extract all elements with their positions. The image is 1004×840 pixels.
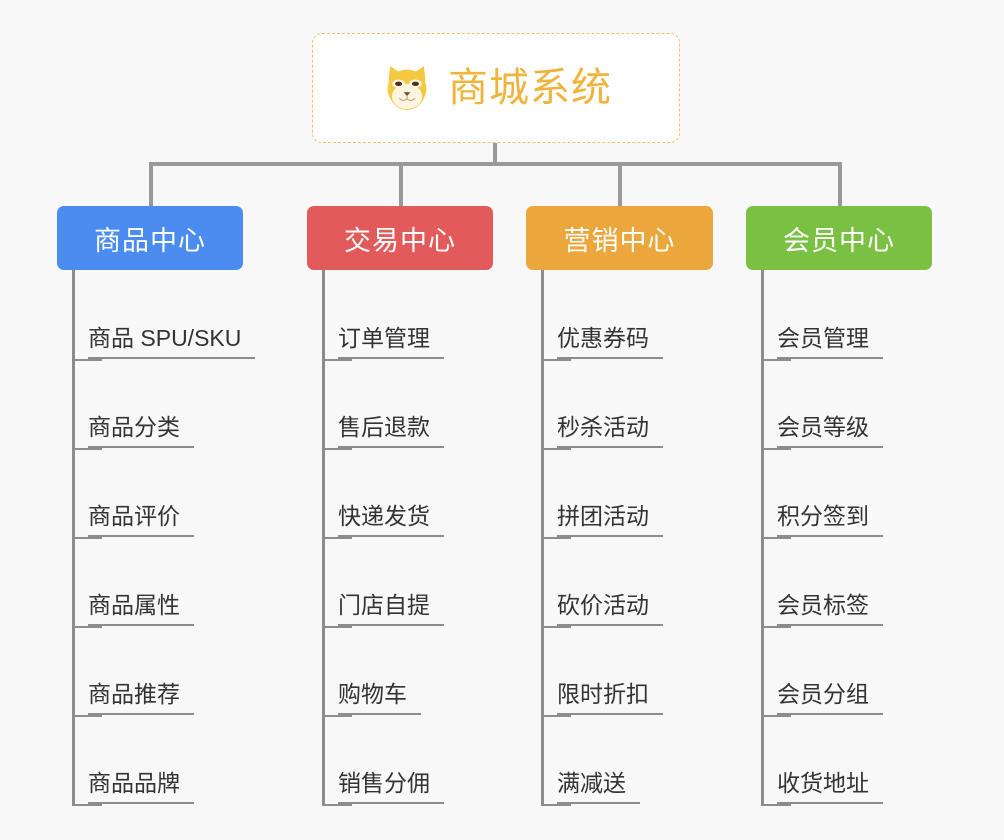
leaf-rule [761,358,791,361]
connector-drop-3 [618,162,622,206]
leaf-item[interactable]: 砍价活动 [541,539,766,628]
leaf-item[interactable]: 拼团活动 [541,450,766,539]
leaf-item[interactable]: 商品评价 [72,450,297,539]
branch-header-marketing[interactable]: 营销中心 [526,206,713,270]
leaf-label: 门店自提 [338,592,444,626]
root-title: 商城系统 [448,66,612,110]
leaf-item[interactable]: 满减送 [541,717,766,806]
leaf-label: 订单管理 [338,325,444,359]
leaf-label: 优惠券码 [557,325,663,359]
leaf-item[interactable]: 积分签到 [761,450,986,539]
leaf-item[interactable]: 商品分类 [72,361,297,450]
leaf-label: 商品属性 [88,592,194,626]
leaf-label: 商品 SPU/SKU [88,325,256,359]
leaf-item[interactable]: 快递发货 [322,450,547,539]
leaf-rule [761,447,791,450]
leaf-item[interactable]: 门店自提 [322,539,547,628]
branch-column-product: 商品中心 商品 SPU/SKU 商品分类 商品评价 商品属性 商品推荐 [57,206,297,806]
leaf-rule [322,803,352,806]
branch-header-product[interactable]: 商品中心 [57,206,243,270]
root-node[interactable]: 商城系统 [312,33,680,143]
leaf-item[interactable]: 商品 SPU/SKU [72,272,297,361]
leaf-rule [541,536,571,539]
leaf-label: 积分签到 [777,503,883,537]
leaf-rule [322,358,352,361]
leaf-item[interactable]: 订单管理 [322,272,547,361]
leaf-label: 商品评价 [88,503,194,537]
leaf-item[interactable]: 商品品牌 [72,717,297,806]
leaf-rule [541,625,571,628]
branch-header-label: 交易中心 [344,225,456,256]
leaf-list-product: 商品 SPU/SKU 商品分类 商品评价 商品属性 商品推荐 商品品牌 [57,270,297,806]
leaf-rule [541,358,571,361]
leaf-rule [761,536,791,539]
leaf-rule [322,536,352,539]
branch-header-label: 营销中心 [563,225,676,256]
leaf-list-trade: 订单管理 售后退款 快递发货 门店自提 购物车 销售分佣 [307,270,547,806]
leaf-label: 商品品牌 [88,770,194,804]
branch-column-marketing: 营销中心 优惠券码 秒杀活动 拼团活动 砍价活动 限时折扣 [526,206,766,806]
leaf-label: 售后退款 [338,414,444,448]
leaf-rule [541,714,571,717]
leaf-label: 砍价活动 [557,592,663,626]
leaf-item[interactable]: 会员分组 [761,628,986,717]
shiba-dog-face-icon [380,61,434,115]
leaf-rule [72,625,102,628]
leaf-rule [761,714,791,717]
branch-column-member: 会员中心 会员管理 会员等级 积分签到 会员标签 会员分组 [746,206,986,806]
leaf-item[interactable]: 销售分佣 [322,717,547,806]
leaf-item[interactable]: 会员等级 [761,361,986,450]
leaf-label: 限时折扣 [557,681,663,715]
leaf-item[interactable]: 售后退款 [322,361,547,450]
leaf-rule [72,447,102,450]
branch-column-trade: 交易中心 订单管理 售后退款 快递发货 门店自提 购物车 [307,206,547,806]
leaf-label: 秒杀活动 [557,414,663,448]
leaf-label: 商品分类 [88,414,194,448]
connector-horizontal-bar [149,162,842,166]
leaf-label: 销售分佣 [338,770,444,804]
leaf-rule [322,447,352,450]
leaf-label: 满减送 [557,770,640,804]
leaf-item[interactable]: 收货地址 [761,717,986,806]
connector-drop-4 [838,162,842,206]
leaf-item[interactable]: 秒杀活动 [541,361,766,450]
leaf-label: 会员等级 [777,414,883,448]
leaf-list-member: 会员管理 会员等级 积分签到 会员标签 会员分组 收货地址 [746,270,986,806]
leaf-label: 商品推荐 [88,681,194,715]
leaf-label: 收货地址 [777,770,883,804]
leaf-item[interactable]: 会员管理 [761,272,986,361]
connector-drop-1 [149,162,153,206]
leaf-label: 拼团活动 [557,503,663,537]
leaf-item[interactable]: 商品属性 [72,539,297,628]
leaf-label: 会员标签 [777,592,883,626]
branch-header-member[interactable]: 会员中心 [746,206,932,270]
leaf-label: 购物车 [338,681,421,715]
connector-drop-2 [399,162,403,206]
connector-root-stem [493,143,497,165]
leaf-rule [541,803,571,806]
leaf-label: 会员管理 [777,325,883,359]
leaf-rule [72,803,102,806]
leaf-item[interactable]: 会员标签 [761,539,986,628]
branch-header-label: 商品中心 [94,225,206,256]
leaf-item[interactable]: 商品推荐 [72,628,297,717]
leaf-label: 会员分组 [777,681,883,715]
leaf-rule [761,803,791,806]
leaf-rule [322,714,352,717]
leaf-label: 快递发货 [338,503,444,537]
leaf-rule [72,714,102,717]
leaf-list-marketing: 优惠券码 秒杀活动 拼团活动 砍价活动 限时折扣 满减送 [526,270,766,806]
leaf-rule [72,536,102,539]
leaf-rule [541,447,571,450]
leaf-item[interactable]: 购物车 [322,628,547,717]
leaf-rule [761,625,791,628]
branch-header-label: 会员中心 [783,225,895,256]
leaf-item[interactable]: 限时折扣 [541,628,766,717]
leaf-rule [72,358,102,361]
leaf-rule [322,625,352,628]
leaf-item[interactable]: 优惠券码 [541,272,766,361]
branch-header-trade[interactable]: 交易中心 [307,206,493,270]
